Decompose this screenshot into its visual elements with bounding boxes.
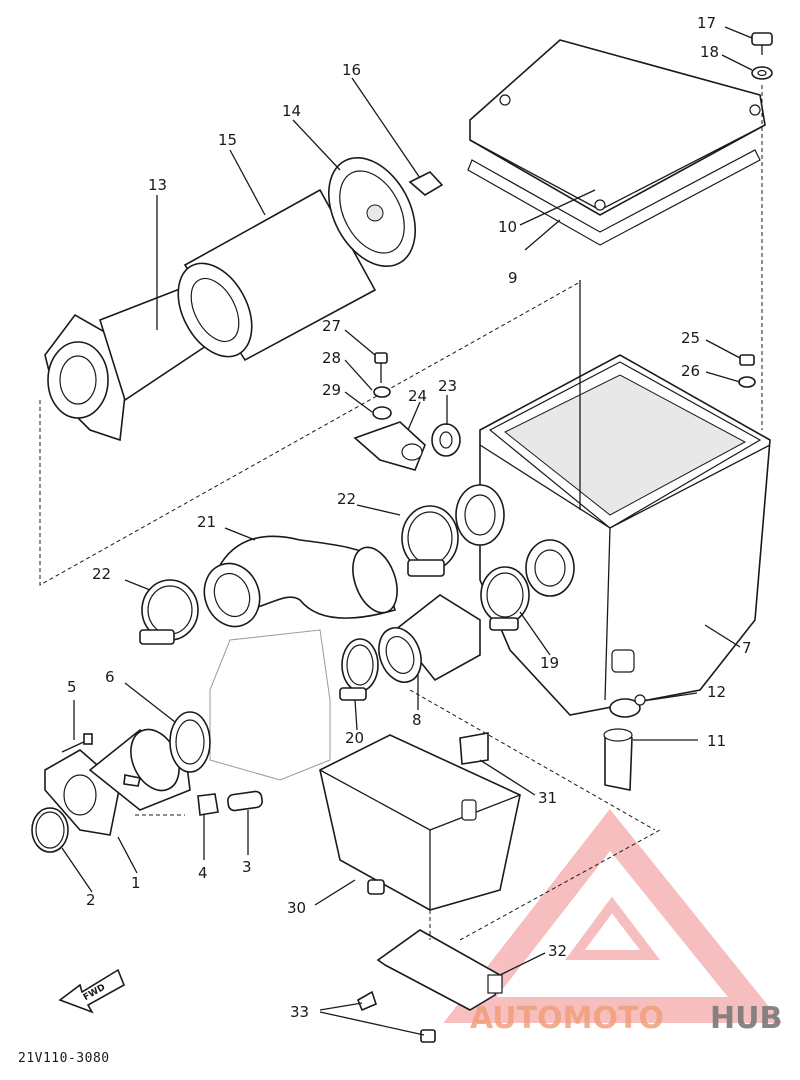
callout-4: 4	[198, 864, 208, 882]
case-screw	[738, 354, 756, 388]
callout-9: 9	[508, 269, 518, 287]
callout-5: 5	[67, 678, 77, 696]
filter-assembly	[44, 156, 444, 442]
callout-10: 10	[498, 218, 517, 236]
callout-12: 12	[707, 683, 726, 701]
air-joint	[203, 535, 398, 628]
cover-screw	[751, 32, 773, 80]
lower-case	[319, 732, 521, 911]
callout-18: 18	[700, 43, 719, 61]
airbox-case	[455, 280, 771, 716]
callout-28: 28	[322, 349, 341, 367]
callout-32: 32	[548, 942, 567, 960]
small-parts	[197, 790, 263, 816]
callout-20: 20	[345, 729, 364, 747]
callout-26: 26	[681, 362, 700, 380]
watermark-text: AUTOMOTO HUB	[470, 1001, 782, 1036]
callout-19: 19	[540, 654, 559, 672]
mount-bracket	[356, 929, 503, 1043]
callout-29: 29	[322, 381, 341, 399]
watermark-logo	[443, 809, 783, 1023]
callout-8: 8	[412, 711, 422, 729]
callout-27: 27	[322, 317, 341, 335]
callout-22-right: 22	[337, 490, 356, 508]
callout-21: 21	[197, 513, 216, 531]
callout-7: 7	[742, 639, 752, 657]
intake-pipe	[339, 566, 530, 701]
callout-33: 33	[290, 1003, 309, 1021]
callout-25: 25	[681, 329, 700, 347]
hose-clamp	[139, 505, 459, 645]
callout-13: 13	[148, 176, 167, 194]
callout-17: 17	[697, 14, 716, 32]
leader-lines	[61, 26, 753, 1036]
callout-16: 16	[342, 61, 361, 79]
airbox-cover	[467, 39, 766, 246]
callout-3: 3	[242, 858, 252, 876]
fwd-arrow: FWD	[58, 968, 126, 1014]
callout-numbers: 1 2 3 4 5 6 7 8 9 10 11 12 13 14 15 16 1…	[67, 14, 752, 1021]
watermark-part2: HUB	[710, 1001, 782, 1036]
callout-2: 2	[86, 891, 96, 909]
callout-14: 14	[282, 102, 301, 120]
diagram-code: 21V110-3080	[18, 1051, 110, 1066]
callout-31: 31	[538, 789, 557, 807]
callout-6: 6	[105, 668, 115, 686]
callout-30: 30	[287, 899, 306, 917]
callout-11: 11	[707, 732, 726, 750]
callout-22-left: 22	[92, 565, 111, 583]
callout-23: 23	[438, 377, 457, 395]
carb-joint	[31, 711, 211, 853]
watermark-part1: AUTOMOTO	[470, 1001, 664, 1036]
callout-1: 1	[131, 874, 141, 892]
callout-15: 15	[218, 131, 237, 149]
drain-hose	[603, 694, 646, 791]
fastener-set	[353, 352, 461, 471]
callout-24: 24	[408, 387, 427, 405]
